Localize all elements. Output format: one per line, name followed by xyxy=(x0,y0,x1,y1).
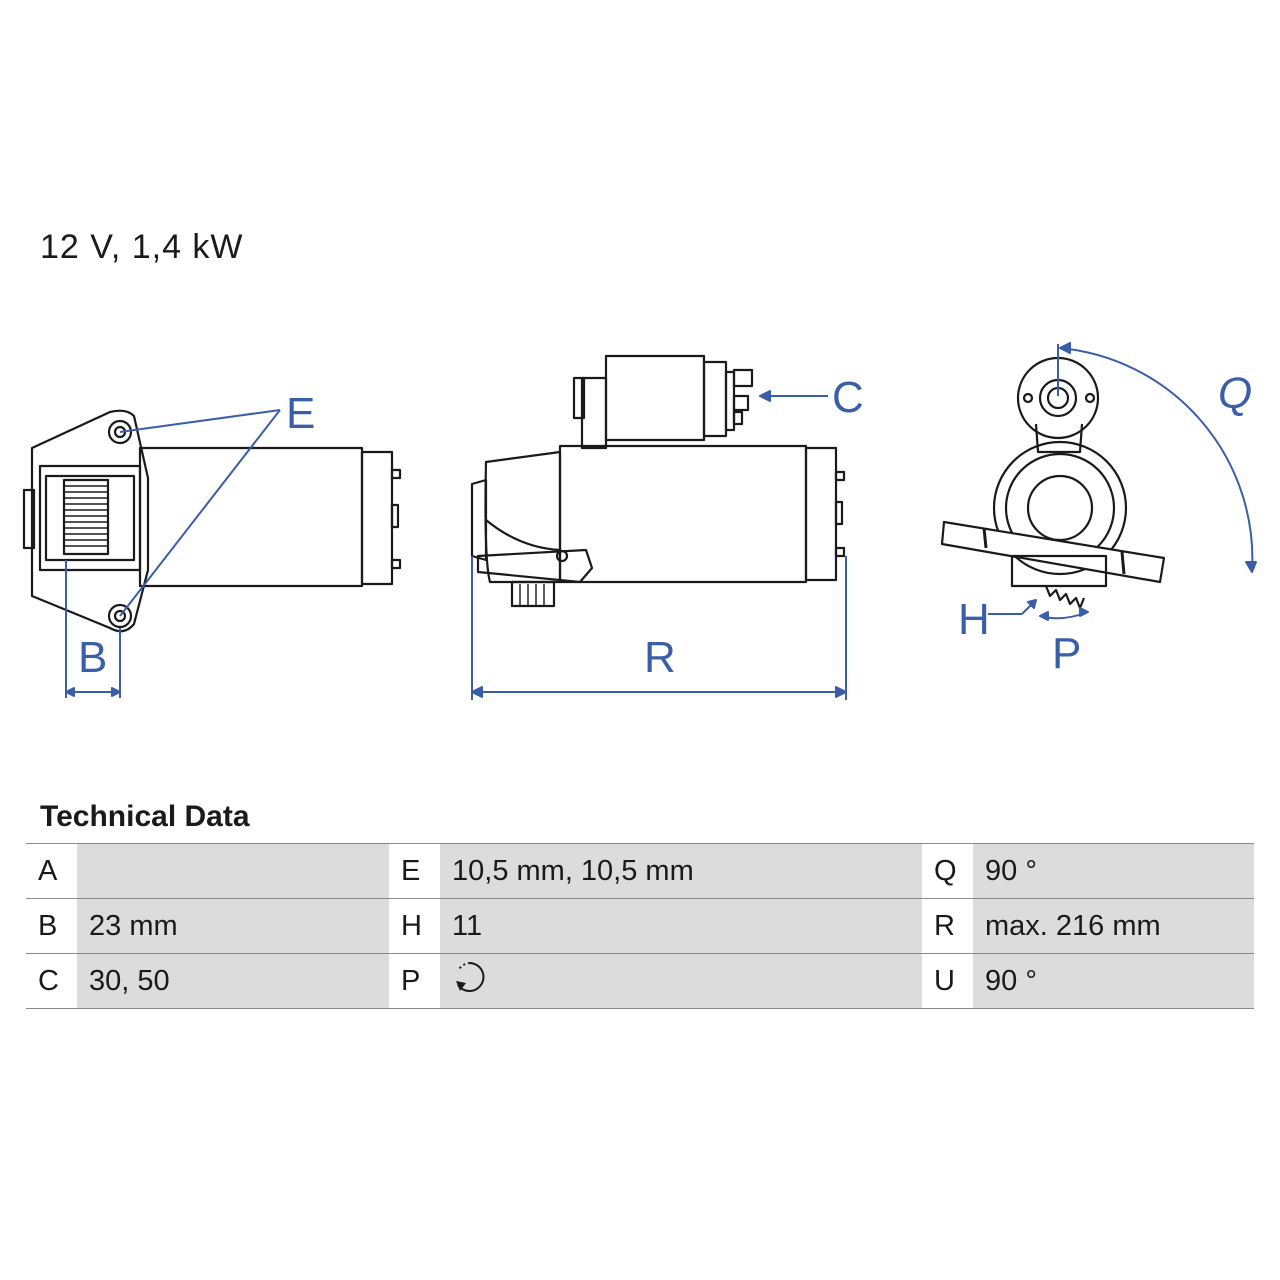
key-r: R xyxy=(922,898,973,954)
right-dimensions xyxy=(988,342,1257,621)
table-row: B 23 mm H 11 R max. 216 mm xyxy=(26,898,1254,954)
table-row: A E 10,5 mm, 10,5 mm Q 90 ° xyxy=(26,843,1254,899)
technical-data-title: Technical Data xyxy=(40,800,250,833)
rotation-direction-icon xyxy=(452,959,488,1003)
right-view xyxy=(940,356,1166,610)
value-c: 30, 50 xyxy=(77,953,389,1009)
label-q: Q xyxy=(1218,369,1252,418)
key-e: E xyxy=(389,843,440,899)
key-h: H xyxy=(389,898,440,954)
value-r: max. 216 mm xyxy=(973,898,1254,954)
value-h: 11 xyxy=(440,898,922,954)
value-p xyxy=(440,953,922,1009)
key-c: C xyxy=(26,953,77,1009)
table-row: C 30, 50 P U 90 ° xyxy=(26,953,1254,1009)
middle-dimensions xyxy=(471,390,847,700)
value-e: 10,5 mm, 10,5 mm xyxy=(440,843,922,899)
value-u: 90 ° xyxy=(973,953,1254,1009)
label-e: E xyxy=(286,389,315,438)
starter-motor-drawings: E B C R Q H P xyxy=(22,342,1257,700)
label-c: C xyxy=(832,373,864,422)
value-a xyxy=(77,843,389,899)
key-q: Q xyxy=(922,843,973,899)
key-p: P xyxy=(389,953,440,1009)
label-p: P xyxy=(1052,629,1081,678)
left-view xyxy=(22,409,402,633)
technical-data-table: A E 10,5 mm, 10,5 mm Q 90 ° B 23 mm H 11… xyxy=(26,843,1254,1009)
key-a: A xyxy=(26,843,77,899)
key-b: B xyxy=(26,898,77,954)
left-dimensions xyxy=(65,409,281,698)
product-subtitle: 12 V, 1,4 kW xyxy=(40,228,244,266)
value-q: 90 ° xyxy=(973,843,1254,899)
label-h: H xyxy=(958,595,990,644)
label-r: R xyxy=(644,633,676,682)
key-u: U xyxy=(922,953,973,1009)
value-b: 23 mm xyxy=(77,898,389,954)
middle-view xyxy=(470,354,846,608)
label-b: B xyxy=(78,633,107,682)
